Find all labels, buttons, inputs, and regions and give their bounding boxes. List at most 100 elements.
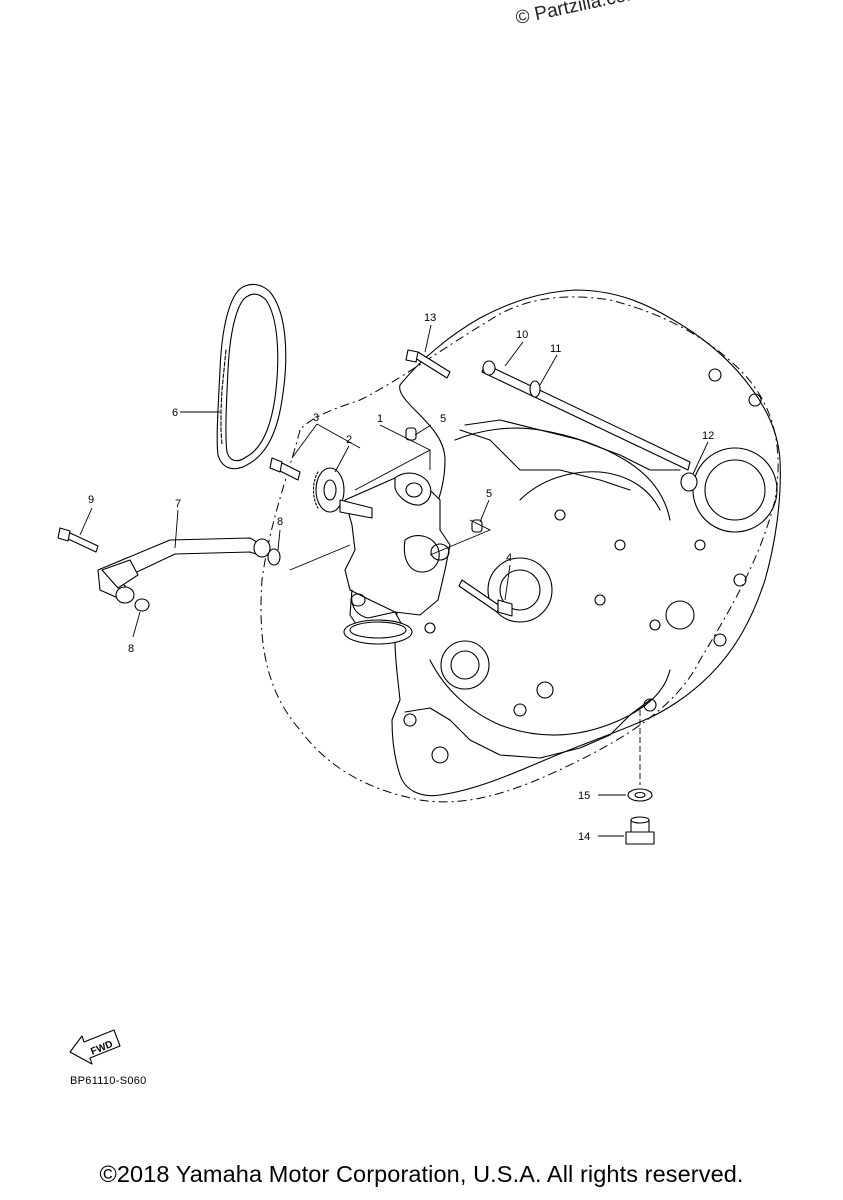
- oil-pipe-upper-fitting: [253, 538, 271, 558]
- callout-1: 1: [377, 413, 383, 425]
- lower-bore-inner: [450, 650, 480, 680]
- crank-bore-inner: [499, 569, 541, 611]
- oil-pipe-lower-fitting: [115, 586, 135, 604]
- leader-5-upper: [414, 424, 432, 436]
- dowel-pin-upper: [405, 427, 417, 441]
- oil-pipe-flange: [101, 559, 139, 589]
- case-bolt-hole-4: [713, 633, 727, 647]
- leader-lines: [79, 324, 709, 837]
- callout-4: 4: [506, 552, 512, 564]
- crankcase-lower-ledge: [404, 699, 651, 759]
- callout-12: 12: [702, 430, 714, 442]
- crankcase: [260, 289, 781, 803]
- oil-strainer-mesh: [349, 621, 407, 639]
- guide-shaft-body: [481, 363, 691, 471]
- case-bolt-hole-8: [431, 746, 449, 764]
- lower-bore-outer: [440, 640, 490, 690]
- callout-numbers: 6 3 2 1 5 5 4 8 8 7 9 13 10 11 12 15 14: [88, 312, 714, 843]
- case-bolt-hole-3: [733, 573, 747, 587]
- bolt-4-shank: [458, 579, 501, 613]
- part-11-o-ring: [529, 380, 541, 398]
- drain-gasket-hole: [634, 791, 646, 799]
- leader-7: [174, 509, 179, 549]
- pump-shaft: [339, 499, 373, 519]
- part-8-o-ring-lower: [134, 598, 150, 612]
- callout-10: 10: [516, 329, 528, 341]
- guide-shaft-end: [482, 360, 496, 376]
- case-bolt-hole-2: [748, 393, 762, 407]
- leader-11: [539, 354, 558, 386]
- diagram-code: BP61110-S060: [70, 1075, 147, 1087]
- part-14-drain-plug: [625, 816, 655, 845]
- callout-8-upper: 8: [277, 516, 283, 528]
- leader-5-bracket: [429, 519, 492, 556]
- sprocket-teeth: [312, 471, 319, 509]
- case-bolt-hole-7: [513, 703, 527, 717]
- leader-2: [334, 445, 350, 473]
- callout-13: 13: [424, 312, 436, 324]
- sprocket-body: [315, 467, 345, 513]
- part-1-oil-pump-assembly: [339, 472, 451, 645]
- part-12-o-ring: [680, 472, 698, 492]
- leader-10: [504, 341, 524, 367]
- callout-3: 3: [313, 412, 319, 424]
- part-7-oil-pipe: [97, 537, 271, 604]
- part-6-drive-chain: [216, 283, 287, 470]
- bolt-3-head: [269, 457, 283, 473]
- case-bolt-hole-10: [594, 594, 606, 606]
- bolt-9-head: [57, 527, 71, 542]
- bolt-13-head: [405, 349, 419, 363]
- callout-6: 6: [172, 407, 178, 419]
- leader-1: [354, 424, 431, 491]
- part-2-pump-sprocket: [312, 467, 345, 513]
- bearing-bore-upper-inner: [704, 459, 766, 521]
- callout-5-lower: 5: [486, 488, 492, 500]
- pump-mount-lower-hole: [350, 593, 366, 607]
- leader-4: [504, 564, 511, 601]
- callout-9: 9: [88, 494, 94, 506]
- case-bolt-hole-1: [708, 368, 722, 382]
- case-bolt-hole-5: [643, 698, 657, 712]
- leader-12: [692, 441, 709, 475]
- leader-9: [79, 507, 93, 536]
- case-bolt-hole-13: [424, 622, 436, 634]
- leader-8-upper: [277, 529, 281, 551]
- part-15-drain-gasket: [627, 788, 653, 802]
- callout-8-lower: 8: [128, 643, 134, 655]
- leader-8-bracket: [289, 544, 351, 571]
- fwd-arrow-icon: [69, 1029, 121, 1065]
- crankcase-gasket-outline: [260, 296, 779, 803]
- case-bolt-hole-14: [649, 619, 661, 631]
- callout-2: 2: [346, 434, 352, 446]
- pump-outlet: [430, 543, 450, 561]
- crankcase-rib-3: [519, 471, 661, 511]
- callout-14: 14: [578, 831, 590, 843]
- part-4-pump-bolt: [458, 579, 513, 617]
- part-9-pipe-bolt: [57, 527, 99, 553]
- crankcase-upper-ledge: [464, 419, 681, 471]
- case-bolt-hole-12: [614, 539, 626, 551]
- leader-13: [424, 324, 432, 353]
- case-bolt-hole-6: [536, 681, 554, 699]
- bolt-9-shank: [65, 531, 99, 553]
- part-13-bolt: [405, 349, 451, 379]
- oil-pipe-body: [97, 537, 263, 599]
- bolt-4-head: [497, 599, 513, 617]
- fwd-arrow: FWD: [69, 1029, 121, 1065]
- leader-8-lower: [132, 611, 141, 638]
- bolt-13-shank: [414, 351, 451, 379]
- bearing-bore-upper-outer: [692, 447, 778, 533]
- pump-mount-upper-hole: [405, 482, 423, 498]
- oil-strainer: [343, 619, 413, 645]
- copyright-notice: ©2018 Yamaha Motor Corporation, U.S.A. A…: [99, 1161, 744, 1187]
- part-8-o-ring-upper: [267, 548, 281, 566]
- drain-plug-tip: [630, 816, 650, 824]
- callout-5-upper: 5: [440, 413, 446, 425]
- crankcase-rib-2: [429, 659, 671, 736]
- leader-3: [291, 423, 361, 459]
- part-10-guide-shaft: [481, 360, 691, 471]
- case-bolt-hole-9: [403, 713, 417, 727]
- pump-mount-upper: [394, 472, 432, 506]
- drain-plug-head: [625, 831, 655, 845]
